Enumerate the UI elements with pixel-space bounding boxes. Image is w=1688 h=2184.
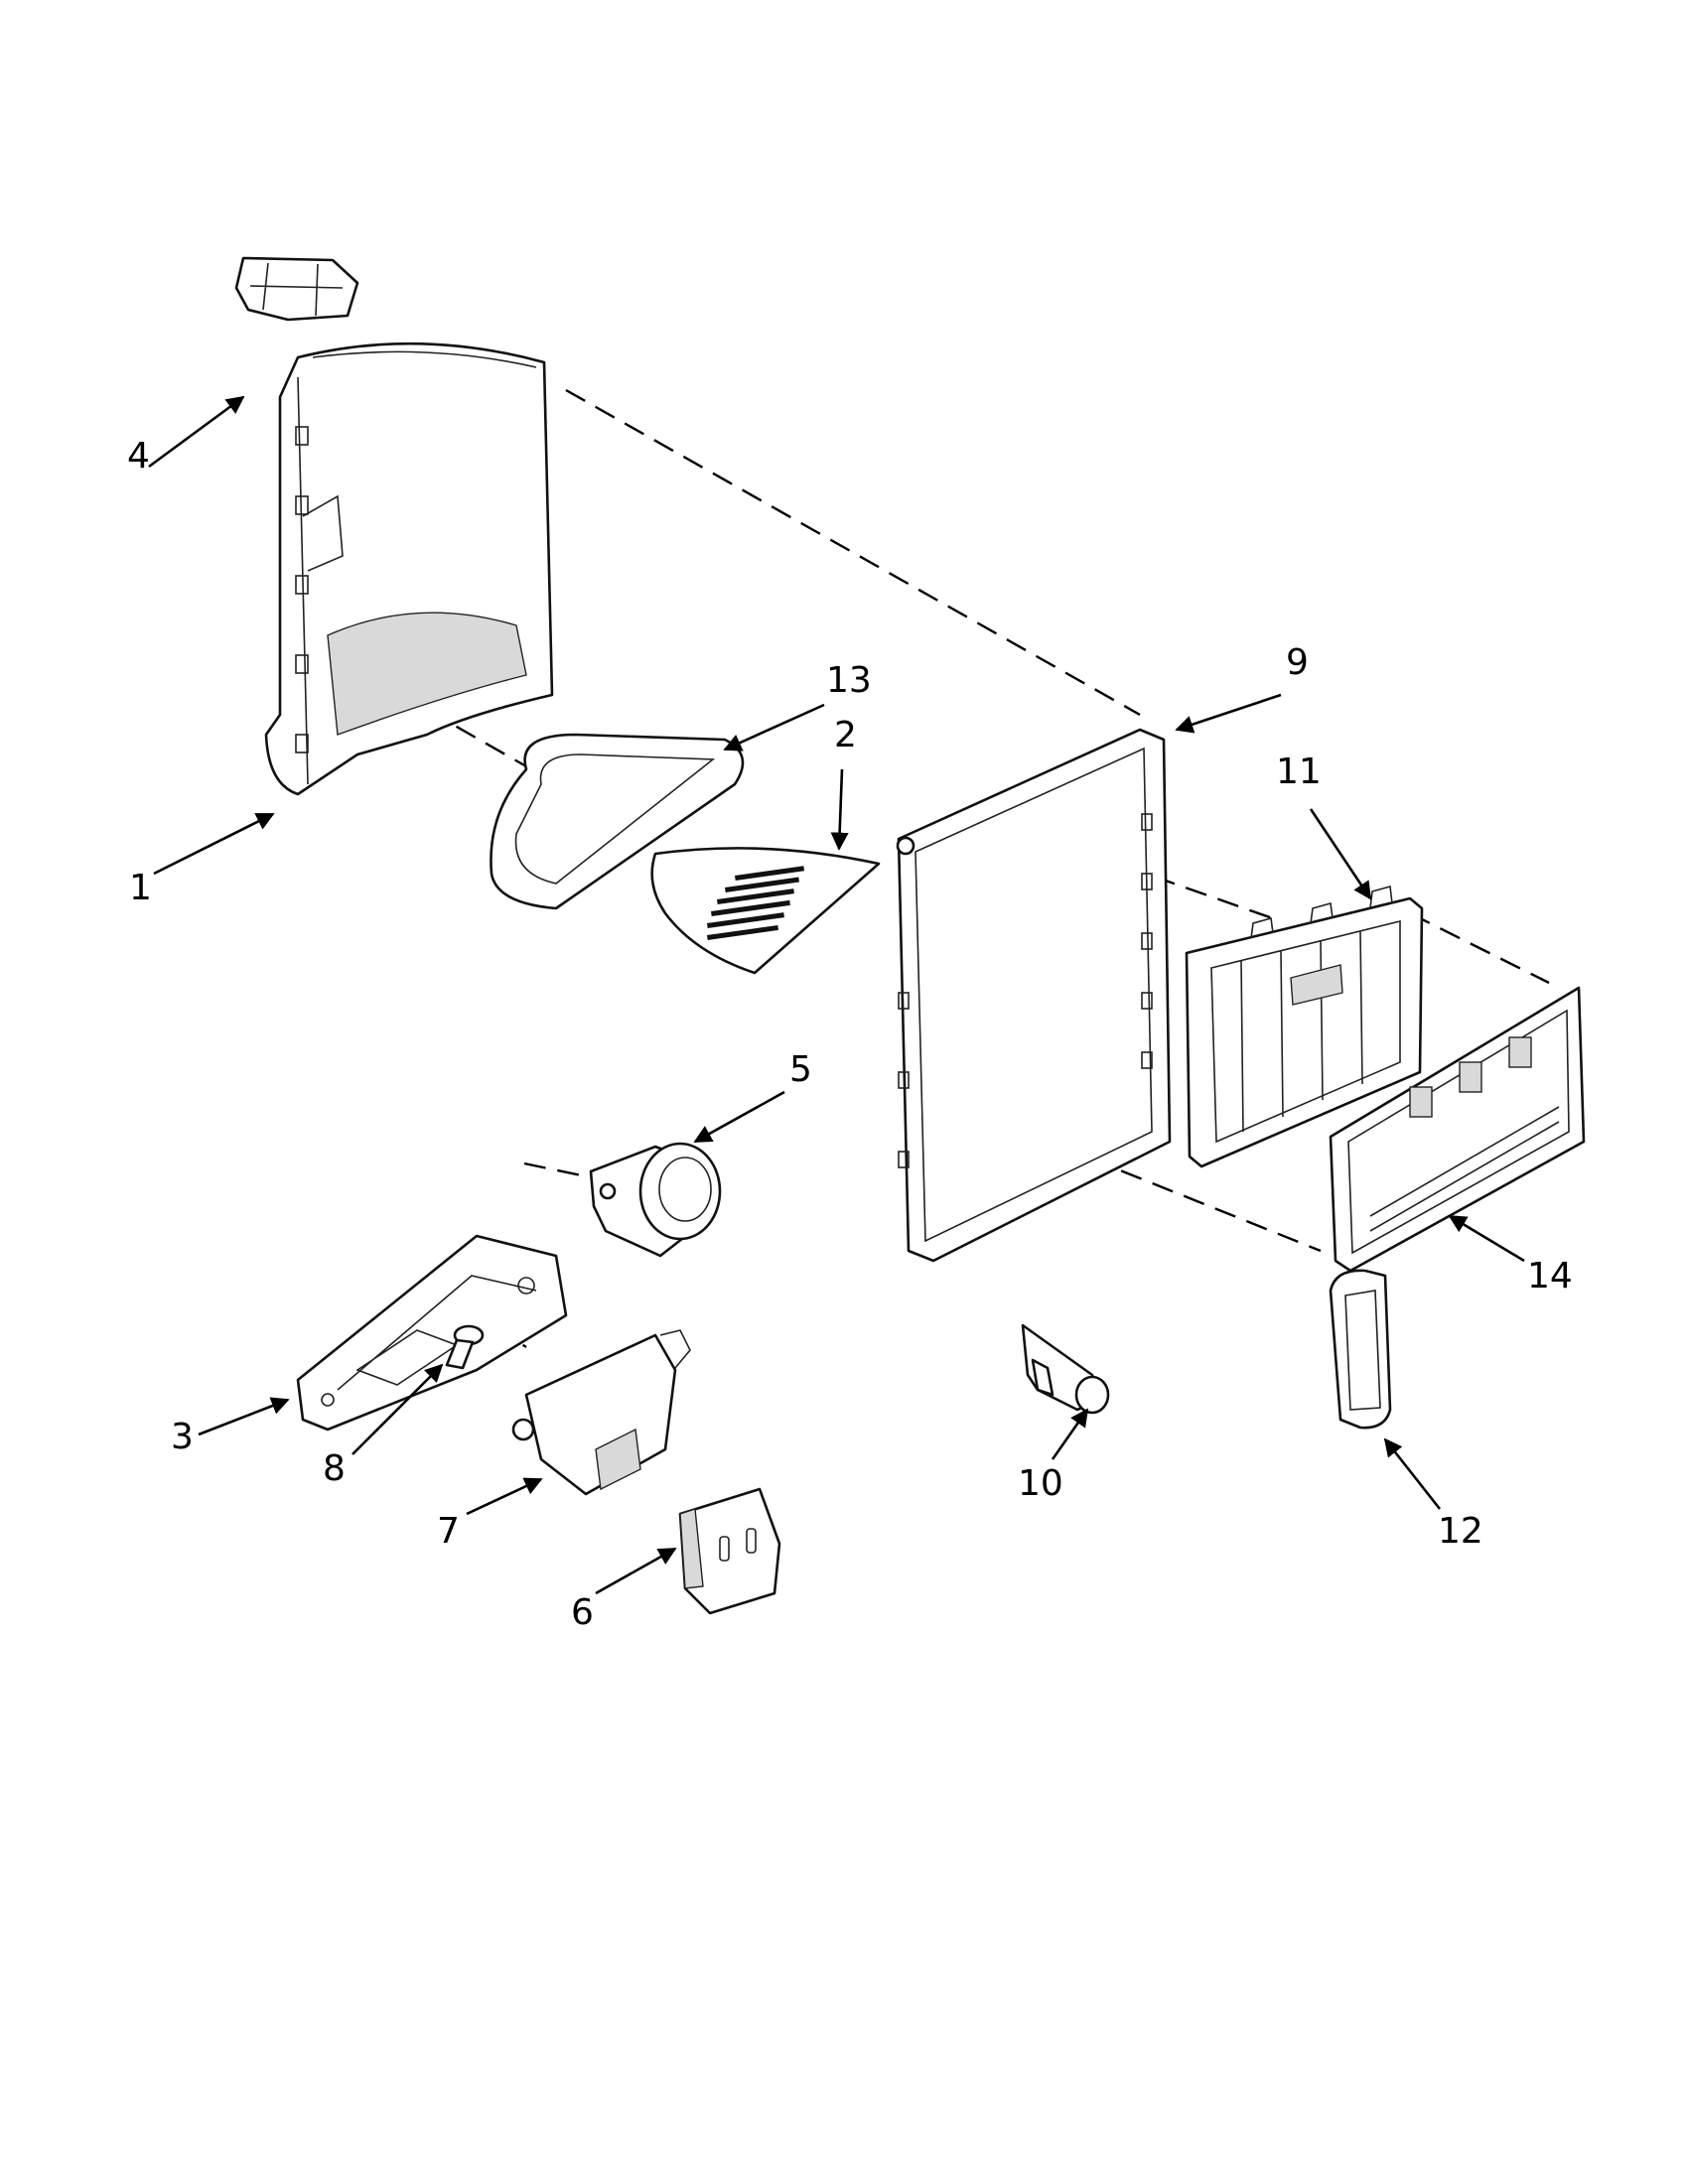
callout-13: 13 [826,660,872,701]
part-1-dispenser-housing [264,341,554,796]
part-6-paddle-pad [678,1487,781,1615]
callout-7: 7 [437,1511,460,1552]
callout-4: 4 [127,436,150,477]
part-11-control-bracket [1185,885,1424,1168]
part-5-motor [589,1142,722,1258]
callout-1: 1 [129,868,152,908]
part-13-chute-ring [490,733,745,910]
callout-9: 9 [1286,642,1309,683]
part-4-ice-bin-top [234,256,359,322]
part-12-small-pad [1329,1269,1392,1430]
part-2-vent-cover [650,847,881,975]
callout-8: 8 [323,1448,346,1489]
callout-5: 5 [789,1049,812,1090]
callout-2: 2 [834,715,857,755]
callout-6: 6 [571,1592,594,1633]
callout-10: 10 [1018,1463,1063,1504]
part-8-screw [445,1324,485,1370]
leader-arrows [148,395,1525,1595]
part-14-control-panel [1329,986,1586,1273]
part-10-connector [1021,1323,1110,1415]
part-9-door-frame [896,728,1172,1263]
part-7-solenoid [511,1329,691,1496]
part-3-bracket-plate [296,1234,568,1432]
callout-14: 14 [1527,1256,1573,1297]
callout-11: 11 [1276,751,1322,792]
callout-12: 12 [1438,1511,1483,1552]
callout-3: 3 [171,1417,194,1457]
